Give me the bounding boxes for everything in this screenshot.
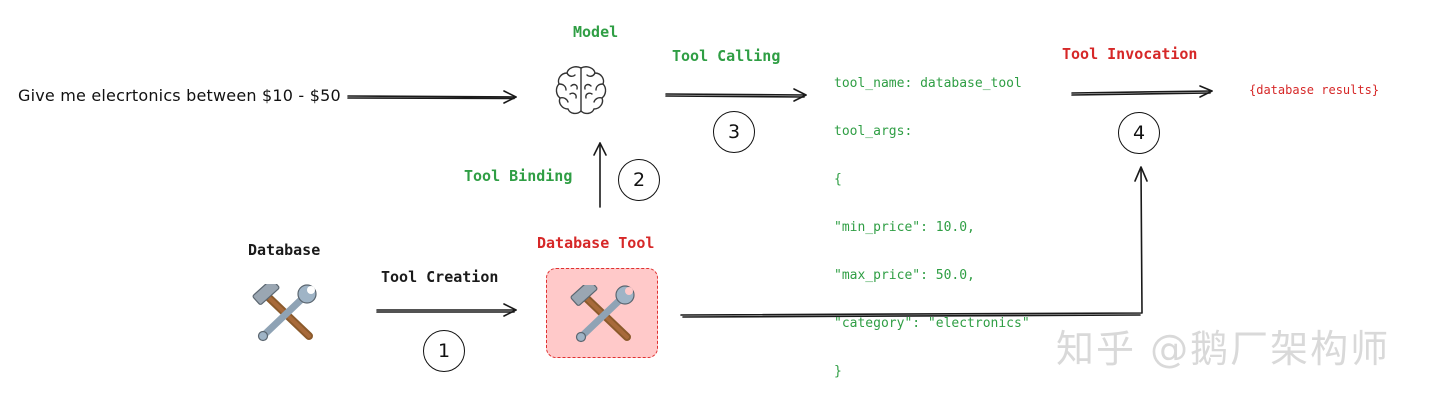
hammer-wrench-icon — [252, 284, 317, 342]
tool-call-line: { — [834, 172, 842, 187]
database-results-text: {database results} — [1249, 83, 1380, 97]
prompt-text: Give me elecrtonics between $10 - $50 — [18, 86, 341, 105]
model-to-toolcall-arrow — [665, 88, 807, 102]
database-tool-box — [546, 268, 658, 358]
watermark-text: 知乎 @鹅厂架构师 — [1056, 327, 1391, 371]
brain-icon — [555, 66, 607, 115]
database-to-tool-arrow — [376, 303, 517, 317]
tool-call-line: tool_args: — [834, 124, 913, 139]
model-label: Model — [573, 23, 619, 41]
step-3-circle: 3 — [713, 111, 755, 153]
tool-binding-label: Tool Binding — [464, 167, 573, 185]
step-4-circle: 4 — [1118, 112, 1160, 154]
tool-call-line: } — [834, 364, 842, 379]
tool-to-model-arrow — [593, 142, 607, 208]
hammer-wrench-icon — [570, 285, 635, 343]
tool-call-line: "max_price": 50.0, — [834, 268, 975, 283]
tool-to-invocation-arrow — [680, 166, 1148, 318]
tool-call-line: "min_price": 10.0, — [834, 220, 975, 235]
step-2-circle: 2 — [618, 159, 660, 201]
tool-call-line: tool_name: database_tool — [834, 76, 1022, 91]
tool-creation-label: Tool Creation — [381, 268, 499, 286]
tool-calling-label: Tool Calling — [672, 47, 781, 65]
tool-call-line: "category": "electronics" — [834, 316, 1030, 331]
database-label: Database — [248, 241, 321, 259]
database-tool-label: Database Tool — [537, 234, 655, 252]
step-1-circle: 1 — [423, 330, 465, 372]
tool-invocation-label: Tool Invocation — [1062, 45, 1198, 63]
toolcall-to-results-arrow — [1071, 85, 1213, 98]
prompt-to-model-arrow — [347, 90, 517, 104]
tool-call-block: tool_name: database_tool tool_args: { "m… — [834, 44, 1030, 396]
